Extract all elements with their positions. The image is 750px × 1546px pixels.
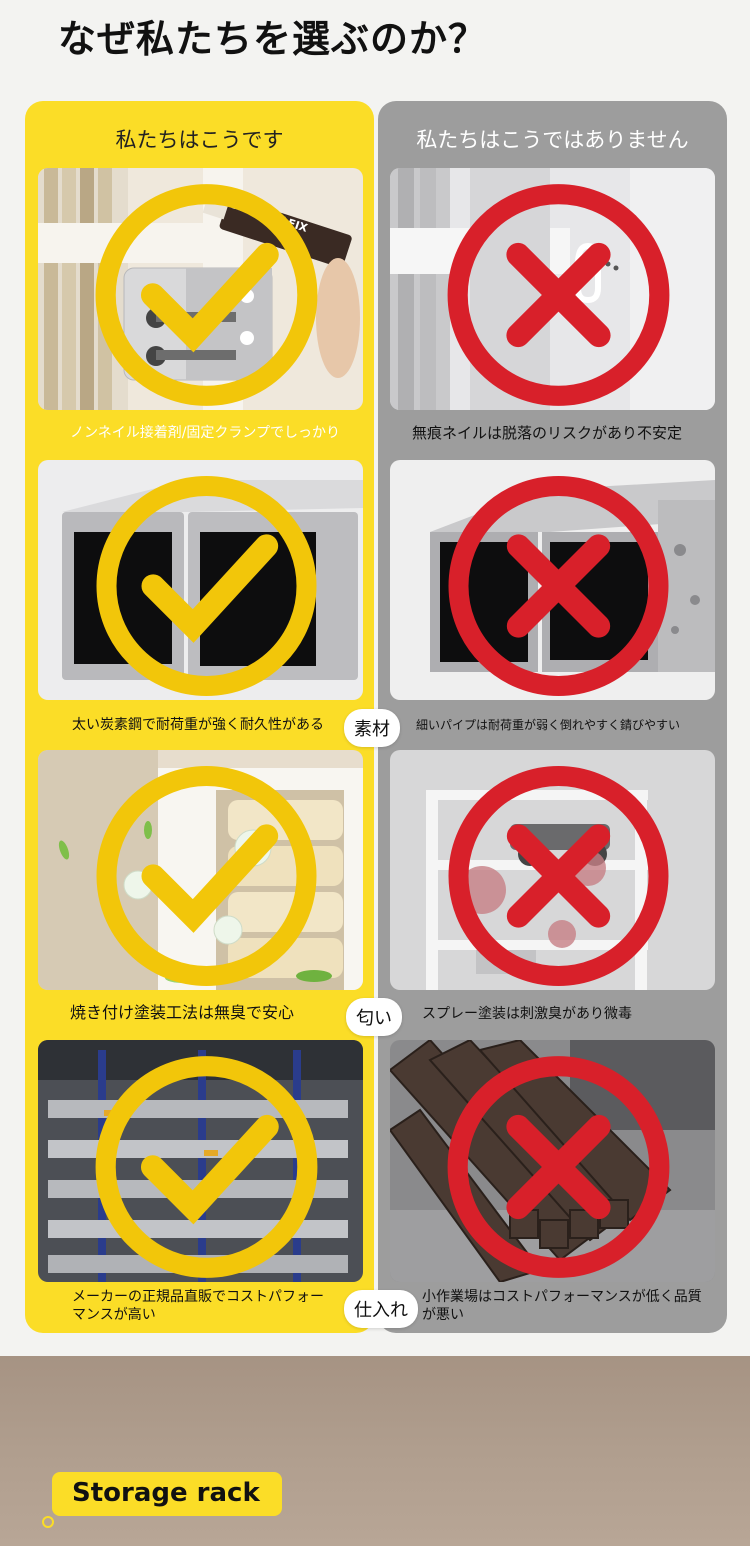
tag-dot: [42, 1516, 54, 1528]
label-smell: 匂い: [346, 998, 402, 1036]
bad-caption-smell: スプレー塗装は刺激臭があり微毒: [422, 1006, 632, 1022]
bad-image-thin-pipe: [390, 460, 715, 700]
good-caption-smell: 焼き付け塗装工法は無臭で安心: [70, 1003, 295, 1022]
storage-rack-tag: Storage rack: [52, 1472, 282, 1516]
bad-image-workshop: [390, 1040, 715, 1282]
good-caption-material: 太い炭素鋼で耐荷重が強く耐久性がある: [72, 717, 324, 733]
bad-column-heading: 私たちはこうではありません: [416, 128, 689, 152]
x-circle-icon: [448, 476, 669, 696]
x-circle-icon: [447, 184, 670, 406]
label-material: 素材: [344, 709, 400, 747]
bad-image-spray-paint: [390, 750, 715, 990]
bad-caption-material: 細いパイプは耐荷重が弱く倒れやすく錆びやすい: [416, 718, 681, 732]
good-image-baked-paint: [38, 750, 363, 990]
bad-caption-sourcing: 小作業場はコストパフォーマンスが低く品質が悪い: [422, 1289, 702, 1323]
check-circle-icon: [96, 766, 317, 986]
good-image-adhesive: SEALANT FIX: [38, 168, 363, 410]
good-column-heading: 私たちはこうです: [115, 128, 284, 152]
check-circle-icon: [96, 476, 317, 696]
check-circle-icon: [95, 184, 318, 406]
page-title: なぜ私たちを選ぶのか？: [58, 17, 488, 61]
good-image-warehouse: [38, 1040, 363, 1282]
x-circle-icon: [447, 1056, 670, 1278]
check-circle-icon: [95, 1056, 318, 1278]
x-circle-icon: [448, 766, 669, 986]
label-sourcing: 仕入れ: [344, 1290, 418, 1328]
bad-image-hook: [390, 168, 715, 410]
good-image-thick-steel: [38, 460, 363, 700]
bad-caption-adhesive: 無痕ネイルは脱落のリスクがあり不安定: [412, 424, 683, 442]
footer-banner: [0, 1356, 750, 1546]
good-caption-sourcing: メーカーの正規品直販でコストパフォーマンスが高い: [72, 1289, 324, 1323]
good-caption-adhesive: ノンネイル接着剤/固定クランプでしっかり: [70, 425, 341, 441]
